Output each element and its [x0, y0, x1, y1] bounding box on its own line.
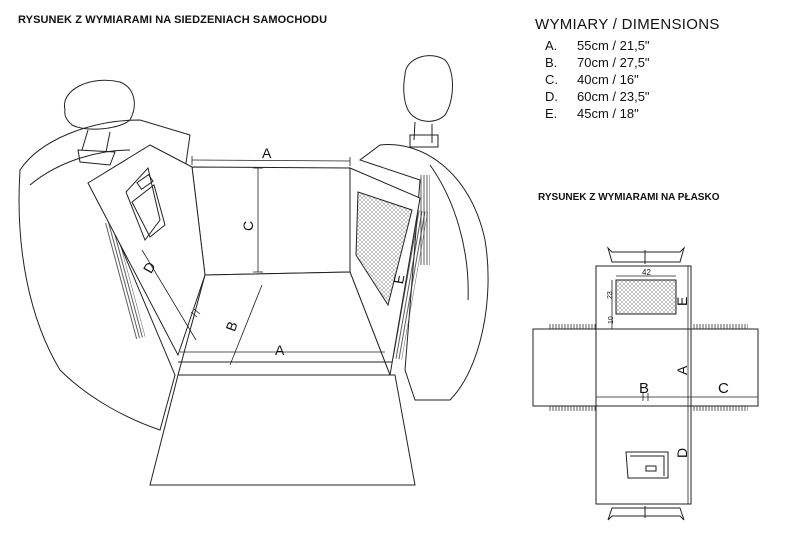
flat-label-a: A — [674, 365, 690, 375]
right-headrest — [403, 55, 453, 122]
dimension-value: 40cm / 16" — [577, 72, 639, 87]
dimension-value: 70cm / 27,5" — [577, 55, 650, 70]
seat-label-c: C — [240, 221, 256, 231]
flat-view-drawing — [532, 246, 759, 521]
bottom-flap — [595, 405, 692, 505]
dimension-letter: A. — [545, 38, 558, 53]
dimensions-heading: WYMIARY / DIMENSIONS — [535, 16, 720, 33]
dimension-row-c: C. 40cm / 16" — [535, 71, 785, 88]
dimension-letter: D. — [545, 89, 558, 104]
flat-mesh-window — [615, 279, 677, 315]
flat-label-23: 23 — [607, 291, 614, 299]
back-panel — [191, 166, 351, 276]
left-headrest — [64, 79, 135, 130]
dimension-row-d: D. 60cm / 23,5" — [535, 88, 785, 105]
dimension-letter: E. — [545, 106, 558, 121]
top-strap — [606, 246, 686, 263]
dimensions-legend: WYMIARY / DIMENSIONS A. 55cm / 21,5" B. … — [535, 16, 785, 122]
left-side-flap — [87, 144, 206, 357]
storage-pocket — [125, 166, 161, 242]
seat-dimension-lines — [141, 156, 385, 366]
flat-label-c: C — [718, 380, 729, 397]
dimension-row-b: B. 70cm / 27,5" — [535, 54, 785, 71]
seat-label-e: E — [390, 273, 407, 285]
seat-label-a-top: A — [262, 145, 272, 161]
flat-label-b: B — [639, 380, 649, 397]
seat-view-title: RYSUNEK Z WYMIARAMI NA SIEDZENIACH SAMOC… — [18, 14, 328, 26]
flat-dimension-lines — [596, 266, 758, 504]
front-drape — [149, 374, 416, 486]
dimension-value: 55cm / 21,5" — [577, 38, 650, 53]
seat-view-drawing — [18, 55, 489, 486]
dimension-letter: B. — [545, 55, 558, 70]
flat-label-e: E — [674, 297, 690, 306]
right-seat-outline — [358, 143, 489, 401]
flat-label-42: 42 — [642, 268, 651, 277]
flat-pocket — [625, 451, 669, 479]
bottom-strap — [607, 507, 685, 521]
seat-label-a-bottom: A — [275, 342, 285, 358]
dimension-value: 60cm / 23,5" — [577, 89, 650, 104]
dimension-row-a: A. 55cm / 21,5" — [535, 37, 785, 54]
flat-view-title: RYSUNEK Z WYMIARAMI NA PŁASKO — [538, 192, 720, 203]
flat-label-d: D — [674, 448, 690, 458]
left-seat-outline — [18, 119, 191, 431]
dimension-value: 45cm / 18" — [577, 106, 639, 121]
mesh-window — [355, 191, 413, 307]
dimension-letter: C. — [545, 72, 558, 87]
flat-label-10: 10 — [608, 316, 615, 324]
dimension-row-e: E. 45cm / 18" — [535, 105, 785, 122]
